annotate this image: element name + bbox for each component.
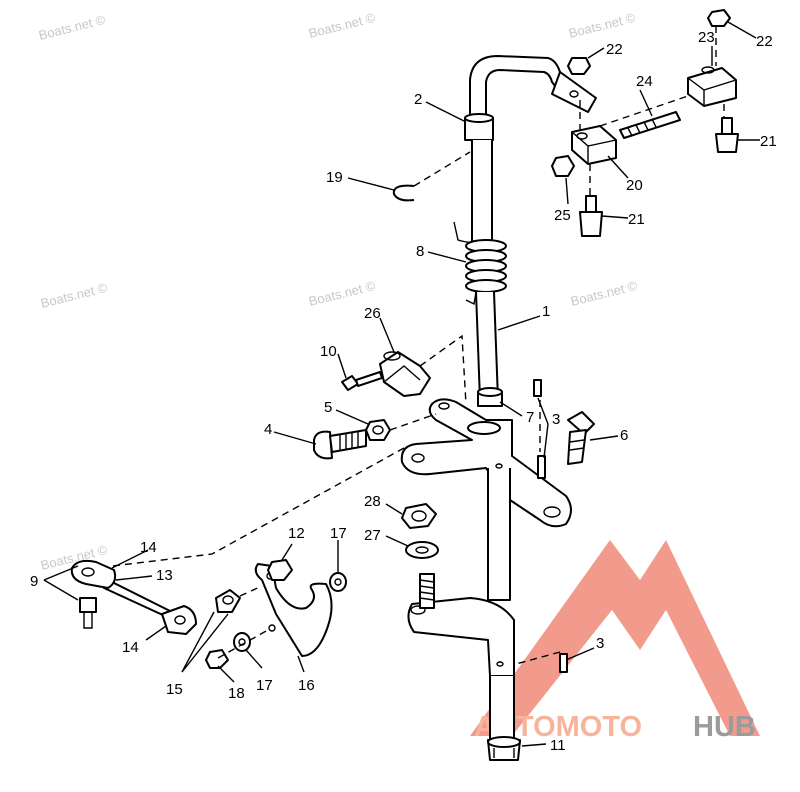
callout-7: 7: [526, 409, 534, 426]
leader-lines: [43, 21, 760, 747]
callout-16: 16: [298, 677, 315, 694]
callout-2: 2: [414, 91, 422, 108]
callout-3: 3: [596, 635, 604, 652]
callout-24: 24: [636, 73, 653, 90]
callout-12: 12: [288, 525, 305, 542]
callout-14: 14: [122, 639, 139, 656]
callout-4: 4: [264, 421, 272, 438]
callout-6: 6: [620, 427, 628, 444]
callout-22: 22: [756, 33, 773, 50]
watermark: Boats.net ©: [567, 10, 637, 41]
watermark: Boats.net ©: [37, 12, 107, 43]
callout-20: 20: [626, 177, 643, 194]
logo-triangle-icon: [470, 540, 760, 736]
logo-text-hub: HUB: [693, 711, 756, 743]
callout-28: 28: [364, 493, 381, 510]
spring: [453, 221, 507, 306]
callout-17: 17: [330, 525, 347, 542]
callout-5: 5: [324, 399, 332, 416]
watermark: Boats.net ©: [307, 10, 377, 41]
callout-11: 11: [550, 737, 566, 754]
callout-25: 25: [554, 207, 571, 224]
callout-8: 8: [416, 243, 424, 260]
callout-14: 14: [140, 539, 157, 556]
callout-19: 19: [326, 169, 343, 186]
watermark: Boats.net ©: [39, 280, 109, 311]
callout-21: 21: [628, 211, 645, 228]
callout-23: 23: [698, 29, 715, 46]
callout-21: 21: [760, 133, 777, 150]
clip-and-fasteners: [313, 151, 595, 673]
callout-22: 22: [606, 41, 623, 58]
callout-9: 9: [30, 573, 38, 590]
shaft-assembly: [400, 55, 597, 761]
watermark: Boats.net ©: [569, 278, 639, 309]
callout-17: 17: [256, 677, 273, 694]
upper-linkage: [551, 9, 739, 237]
lower-linkage: [70, 447, 405, 669]
callout-18: 18: [228, 685, 245, 702]
callout-labels: 1 2 3 3 3 4 5 6 7 8 9 10 11 12 13 14 14 …: [30, 29, 777, 754]
callout-10: 10: [320, 343, 337, 360]
callout-1: 1: [542, 303, 550, 320]
callout-27: 27: [364, 527, 381, 544]
callout-13: 13: [156, 567, 173, 584]
callout-3: 3: [552, 411, 560, 428]
callout-15: 15: [166, 681, 183, 698]
callout-26: 26: [364, 305, 381, 322]
